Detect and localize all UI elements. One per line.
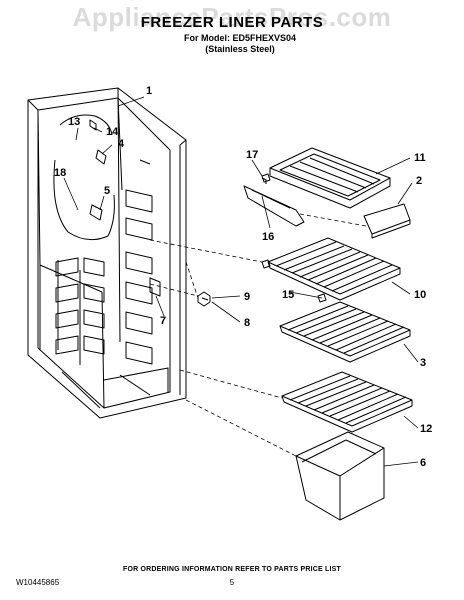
leader-lines <box>63 96 419 467</box>
callout-15: 15 <box>282 289 294 301</box>
callout-10: 10 <box>414 289 426 301</box>
page-number: 5 <box>229 578 235 587</box>
callout-14: 14 <box>106 126 119 138</box>
callout-16: 16 <box>262 231 274 243</box>
part-11-glass-shelf <box>269 147 391 209</box>
document-number: W10445865 <box>16 578 60 587</box>
callout-6: 6 <box>420 457 426 469</box>
part-2-trim <box>363 203 411 239</box>
callout-12: 12 <box>420 423 432 435</box>
model-info: For Model: ED5FHEXVS04 (Stainless Steel) <box>140 33 340 55</box>
ordering-note: FOR ORDERING INFORMATION REFER TO PARTS … <box>122 566 342 573</box>
callout-3: 3 <box>420 357 426 369</box>
part-12-wire-shelf <box>281 371 413 433</box>
callout-9: 9 <box>244 291 250 303</box>
callout-labels: 1 13 14 4 18 5 17 11 2 16 9 8 7 15 10 3 … <box>54 85 432 469</box>
callout-4: 4 <box>118 138 125 150</box>
model-line: For Model: ED5FHEXVS04 <box>183 33 297 43</box>
part-9-clip <box>197 291 211 307</box>
part-15-cap-right <box>317 293 327 303</box>
part-15-cap-left <box>261 259 271 269</box>
part-16-bracket <box>243 177 305 227</box>
callout-7: 7 <box>160 315 166 327</box>
part-6-bin <box>295 431 385 521</box>
callout-5: 5 <box>104 185 110 197</box>
callout-11: 11 <box>414 152 426 164</box>
part-3-wire-shelf <box>279 301 411 363</box>
callout-13: 13 <box>68 116 80 128</box>
page-title: FREEZER LINER PARTS <box>140 14 324 31</box>
part-17-screw <box>261 173 271 183</box>
part-8-screw <box>201 297 209 301</box>
freezer-liner <box>27 87 187 419</box>
callout-8: 8 <box>244 317 250 329</box>
callout-1: 1 <box>146 85 152 97</box>
callout-17: 17 <box>246 149 258 161</box>
finish-line: (Stainless Steel) <box>205 44 275 54</box>
assembly-lines <box>149 213 367 457</box>
callout-2: 2 <box>416 175 422 187</box>
callout-18: 18 <box>54 167 66 179</box>
